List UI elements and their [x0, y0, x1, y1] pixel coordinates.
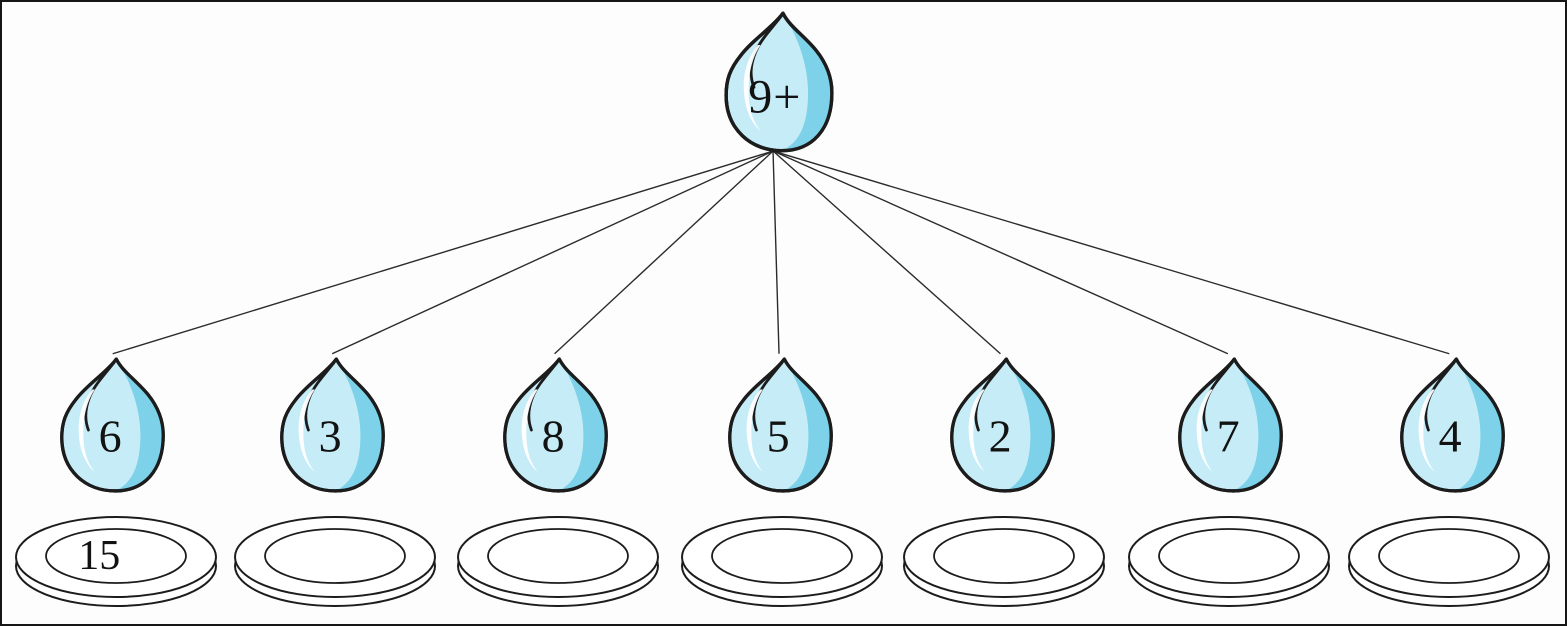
answer-label: 15	[78, 533, 121, 579]
answer-plate[interactable]	[1344, 514, 1554, 614]
plate-icon	[1344, 514, 1554, 614]
answer-plate[interactable]: 15	[11, 514, 221, 614]
addend-drop: 6	[45, 354, 180, 496]
sum-drop-label: 9+	[748, 70, 802, 124]
addend-drop: 7	[1163, 354, 1298, 496]
addend-label: 2	[988, 410, 1013, 462]
plate-icon	[677, 514, 887, 614]
addend-drop: 2	[935, 354, 1070, 496]
plate-icon	[453, 514, 663, 614]
plate-icon	[230, 514, 440, 614]
answer-plate[interactable]	[677, 514, 887, 614]
addend-label: 8	[541, 410, 566, 462]
addend-label: 3	[318, 410, 343, 462]
answer-plate[interactable]	[230, 514, 440, 614]
addend-drop: 8	[488, 354, 623, 496]
answer-plate[interactable]	[899, 514, 1109, 614]
plate-icon	[1124, 514, 1334, 614]
sum-drop: 9+	[708, 8, 850, 156]
answer-plate[interactable]	[1124, 514, 1334, 614]
addend-label: 6	[98, 410, 123, 462]
answer-plate[interactable]	[453, 514, 663, 614]
plate-icon	[899, 514, 1109, 614]
addend-label: 4	[1438, 410, 1463, 462]
addend-label: 5	[766, 410, 791, 462]
addend-label: 7	[1216, 410, 1241, 462]
addend-drop: 4	[1385, 354, 1520, 496]
addend-drop: 3	[265, 354, 400, 496]
addend-drop: 5	[713, 354, 848, 496]
